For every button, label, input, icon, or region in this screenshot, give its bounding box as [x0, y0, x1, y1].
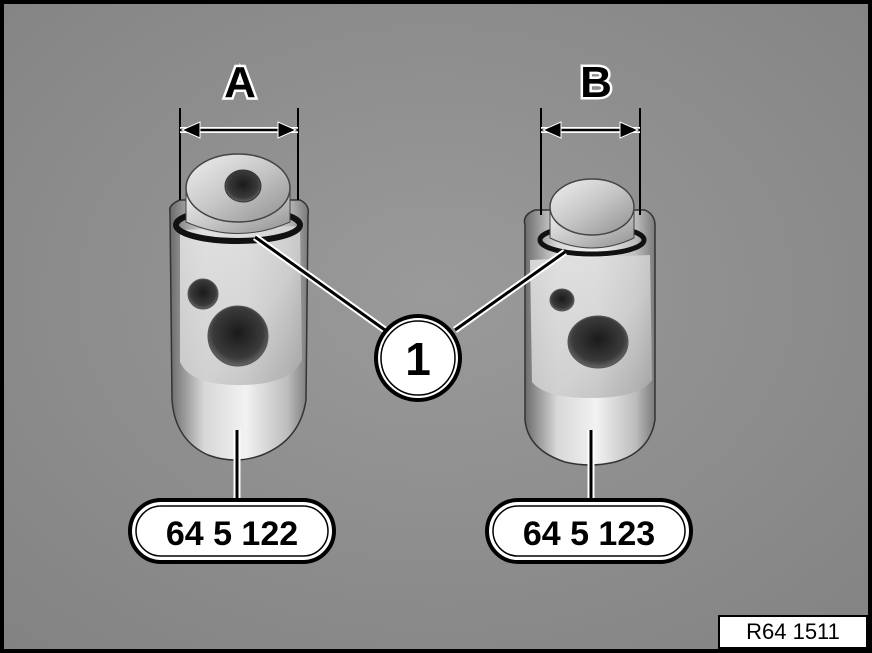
part-number-left-badge: [128, 498, 336, 564]
part-number-right-badge: [485, 498, 693, 564]
dimension-b-label: B: [580, 58, 612, 107]
right-part: [523, 178, 656, 466]
dimension-a: [179, 108, 299, 200]
callout-1-leaders: [252, 234, 568, 333]
left-part: [168, 153, 310, 461]
callout-1-label: 1: [405, 333, 431, 385]
part-number-left: 64 5 122: [166, 515, 298, 553]
callout-1-circle: [374, 314, 462, 402]
part-number-right: 64 5 123: [523, 515, 655, 553]
dimension-b: [540, 108, 641, 215]
dimension-a-label: A: [224, 58, 256, 107]
reference-number: R64 1511: [718, 615, 868, 649]
